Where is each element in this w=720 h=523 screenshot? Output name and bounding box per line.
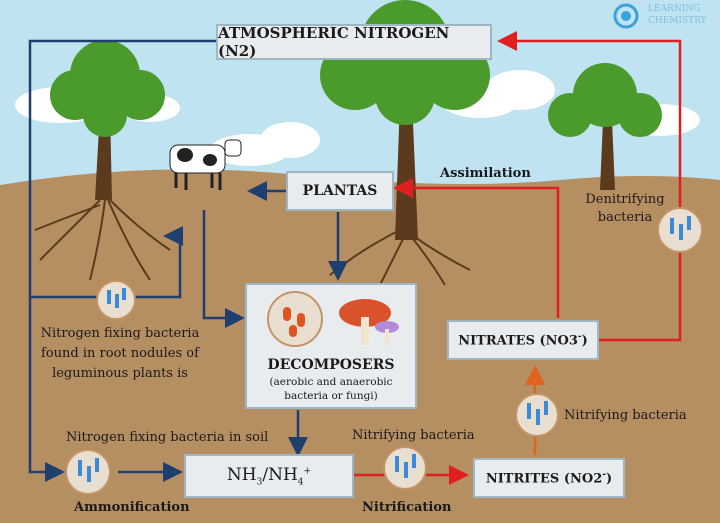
label-denitrifying-1: Denitrifying [585,192,665,207]
decomposers-title: DECOMPOSERS [267,357,395,373]
label-root-fixing-1: Nitrogen fixing bacteria [40,326,200,341]
decomposers-subtitle-1: (aerobic and anaerobic [269,376,393,388]
nitrates-main: NITRATES (NO3 [458,333,578,349]
cow [169,139,242,190]
arrow-nitrates-to-plantas [393,178,560,318]
ammonium-nh: NH [226,464,257,485]
bacteria-nitrification [383,446,427,490]
label-nitrifying-2: Nitrifying bacteria [564,408,687,423]
label-ammonification: Ammonification [74,500,190,515]
node-nitrates: NITRATES (NO3-) [447,320,599,360]
label-root-fixing-2: found in root nodules of [41,346,199,361]
arrow-nitrates-to-atmos [497,31,682,342]
arrow-atmos-to-soil [28,39,218,482]
ammonium-sub-4: 4 [297,477,304,488]
node-nitrites: NITRITES (NO2-) [473,458,625,498]
tree-right [548,63,662,190]
decomposers-subtitle-2: bacteria or fungi) [284,390,378,402]
ammonium-slash-nh: /NH [262,464,298,485]
node-nitrites-label: NITRITES (NO2-) [486,470,612,486]
label-nitrifying-1: Nitrifying bacteria [352,428,475,443]
node-plantas-label: PLANTAS [302,183,378,199]
tree-left [34,40,171,281]
node-nitrates-label: NITRATES (NO3-) [458,332,588,348]
nitrates-close: ) [581,333,588,349]
learning-chemistry-logo [613,3,639,29]
nitrites-close: ) [606,471,613,487]
label-soil-fixing: Nitrogen fixing bacteria in soil [66,430,269,445]
decomposers-illustration [267,291,399,347]
logo-text-1: LEARNING [648,4,701,14]
bacteria-denitrifying [657,207,703,253]
label-nitrification: Nitrification [362,500,452,515]
logo-text-2: CHEMISTRY [648,16,707,26]
nitrites-sup: - [602,469,607,480]
node-decomposers: DECOMPOSERS (aerobic and anaerobic bacte… [245,283,417,409]
label-denitrifying-2: bacteria [597,210,653,225]
bacteria-nitrifying [515,393,559,437]
nitrites-main: NITRITES (NO2 [485,471,603,487]
ammonium-sub-3: 3 [256,477,263,488]
bacteria-root [96,280,136,320]
label-root-fixing-3: leguminous plants is [52,366,188,381]
node-ammonium: NH3/NH4+ [184,454,354,498]
ammonium-sup-plus: + [303,466,312,477]
bacteria-soil [65,449,111,495]
arrow-cow-to-decomposers [202,210,245,328]
nitrates-sup: - [577,331,582,342]
node-atmospheric-nitrogen: ATMOSPHERIC NITROGEN (N2) [216,24,492,60]
label-assimilation: Assimilation [440,166,531,181]
node-plantas: PLANTAS [286,171,394,211]
node-ammonium-formula: NH3/NH4+ [227,465,311,487]
node-atmospheric-nitrogen-label: ATMOSPHERIC NITROGEN (N2) [218,24,450,60]
